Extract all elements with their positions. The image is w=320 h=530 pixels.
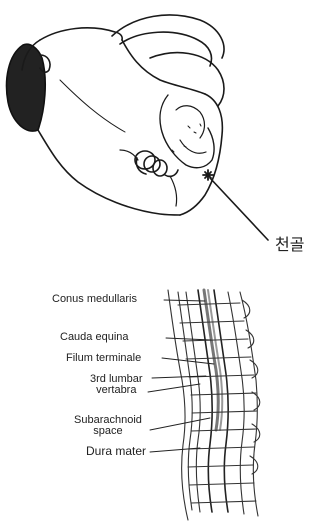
dura-mater-label: Dura mater [86,445,146,457]
third-lumbar-vertebra-label: 3rd lumbar vertabra [90,374,143,396]
filum-terminale-label: Filum terminale [66,353,141,364]
infant-illustration [7,15,268,240]
spine-illustration [148,290,260,520]
subarachnoid-line2: space [74,426,142,437]
third-lumbar-line2: vertabra [90,385,143,396]
subarachnoid-space-label: Subarachnoid space [74,415,142,437]
cauda-equina-label: Cauda equina [60,332,129,343]
sacrum-label: 천골 [275,237,304,253]
conus-medullaris-label: Conus medullaris [52,294,137,305]
